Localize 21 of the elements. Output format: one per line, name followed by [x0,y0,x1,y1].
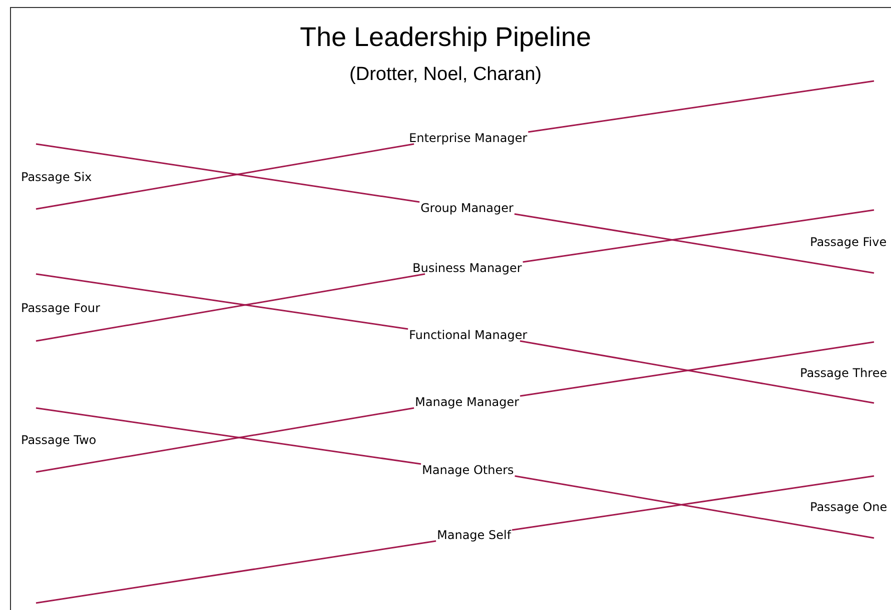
pipeline-line [528,80,874,133]
pipeline-line [514,213,874,274]
passage-label: Passage Five [809,236,888,248]
passage-label: Passage Three [799,366,888,378]
stage-label: Business Manager [412,262,523,274]
passage-label: Passage Six [20,170,93,182]
pipeline-line [36,540,436,604]
passage-label: Passage Four [20,302,102,314]
stage-label: Manage Self [436,529,512,541]
stage-label: Enterprise Manager [408,132,528,144]
stage-label: Group Manager [420,202,514,214]
stage-label: Manage Others [421,464,515,476]
pipeline-line [36,273,408,330]
stage-label: Manage Manager [414,396,520,408]
pipeline-line [522,209,874,263]
stage-label: Functional Manager [408,329,528,341]
subtitle: (Drotter, Noel, Charan) [348,64,543,86]
diagram-title: The Leadership Pipeline [298,22,592,53]
passage-label: Passage One [809,501,888,513]
passage-label: Passage Two [20,434,98,446]
pipeline-line [36,273,426,342]
